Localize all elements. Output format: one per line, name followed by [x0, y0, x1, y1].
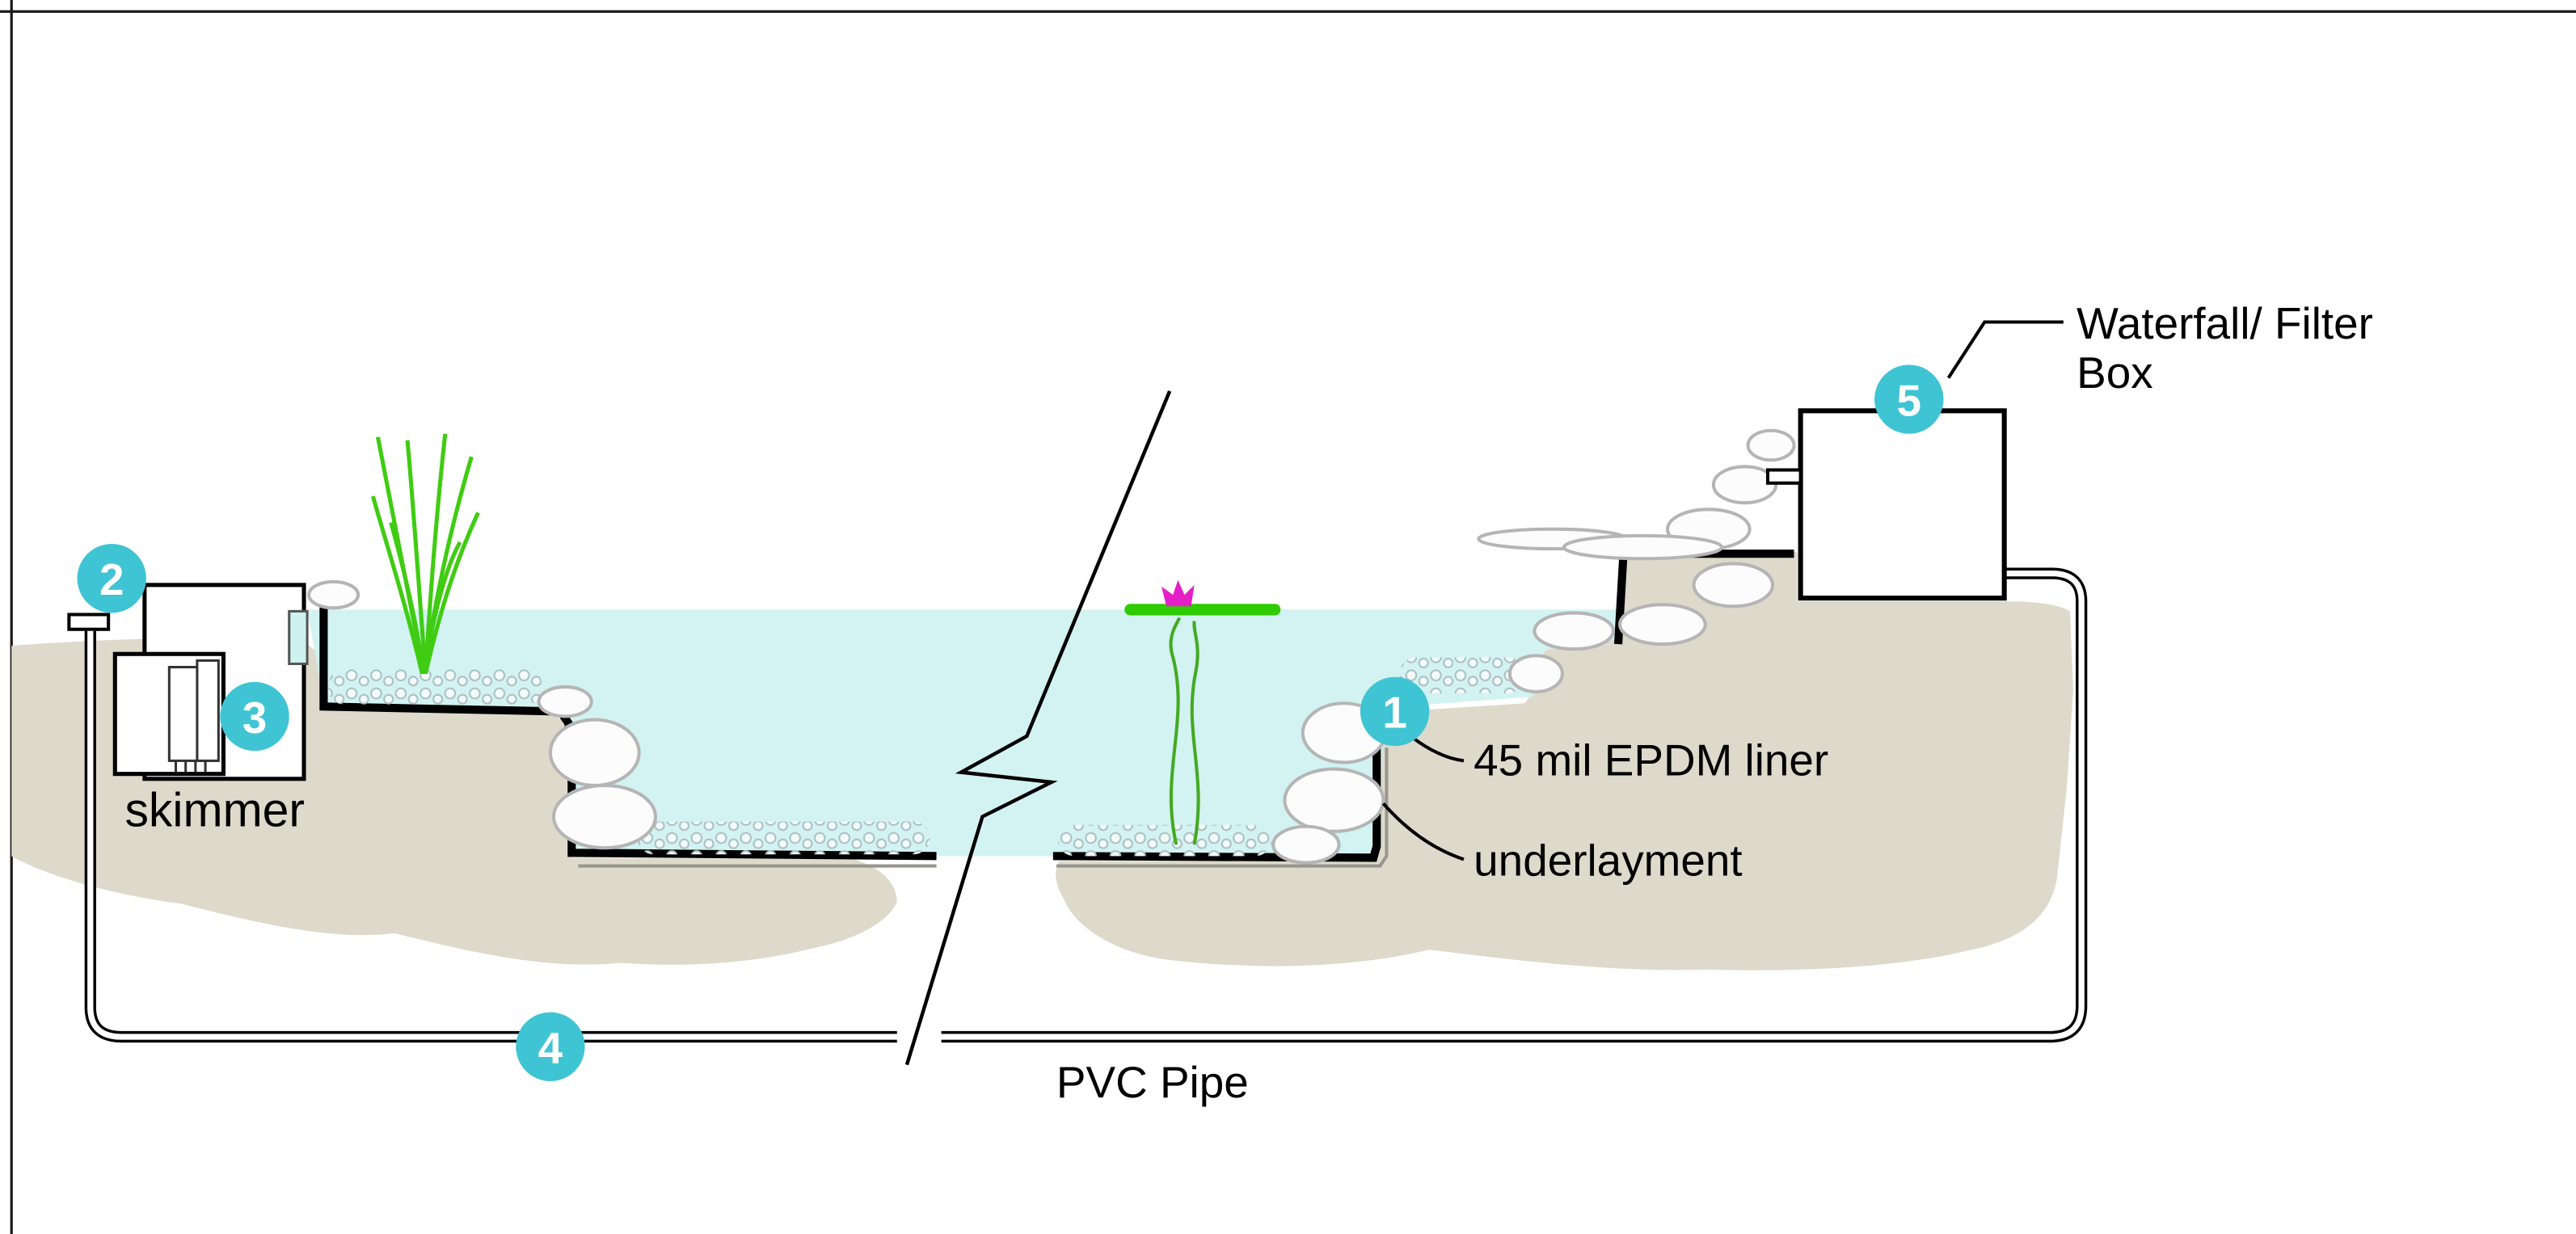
lily-stem — [1190, 621, 1200, 845]
callout-4: 4 — [516, 1012, 585, 1081]
skimmer-box — [67, 583, 309, 781]
leader-underlayment — [1381, 802, 1465, 861]
water-lily — [1124, 579, 1281, 845]
leader-epdm-liner — [1411, 736, 1465, 763]
label-waterfall-filter-box-line1: Waterfall/ Filter — [2076, 298, 2373, 348]
callout-5: 5 — [1874, 364, 1944, 434]
callout-4-number: 4 — [538, 1023, 563, 1073]
break-line — [904, 390, 1172, 1066]
label-waterfall-filter-box-line2: Box — [2076, 347, 2153, 398]
callout-3-number: 3 — [242, 693, 268, 743]
grass-plant — [370, 433, 480, 675]
lily-stem — [1169, 617, 1182, 845]
callout-2: 2 — [77, 544, 146, 613]
label-underlayment: underlayment — [1474, 836, 1742, 886]
pvc-pipe — [84, 567, 2088, 1057]
lily-flower — [1161, 579, 1195, 607]
waterfall-spout — [1765, 468, 1802, 485]
callout-5-number: 5 — [1897, 375, 1922, 425]
leader-waterfall-box — [1946, 320, 2064, 379]
label-pvc-pipe: PVC Pipe — [1056, 1057, 1249, 1107]
pipe-fitting — [67, 613, 111, 631]
underlayment-line — [578, 748, 1389, 868]
waterfall-filter-box — [1765, 408, 2007, 601]
callout-3: 3 — [220, 681, 289, 752]
pump-grate — [174, 760, 207, 773]
gravel-beds — [328, 657, 1525, 857]
callout-2-number: 2 — [99, 554, 124, 604]
leader-lines — [1381, 320, 2064, 861]
label-skimmer: skimmer — [124, 785, 305, 837]
rocks — [307, 428, 1796, 865]
callout-1: 1 — [1360, 676, 1430, 747]
skimmer-basket — [196, 659, 220, 762]
label-epdm-liner: 45 mil EPDM liner — [1474, 735, 1828, 785]
skimmer-weir — [288, 609, 309, 665]
callout-1-number: 1 — [1382, 688, 1407, 738]
